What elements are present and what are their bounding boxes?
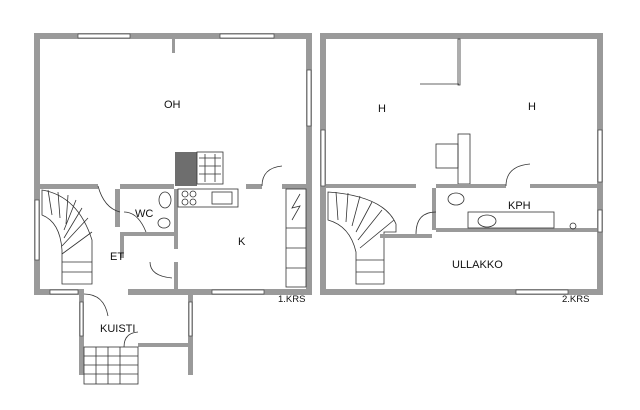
porch-door-arc bbox=[123, 331, 139, 348]
door-arc-front bbox=[83, 293, 109, 317]
f1-wall-middle-right bbox=[246, 184, 262, 189]
f2-window-right bbox=[597, 129, 603, 183]
kitchen-cabinet-column bbox=[285, 188, 307, 288]
f1-wall-right bbox=[306, 33, 312, 295]
porch-steps bbox=[83, 346, 139, 385]
f1-window-bottom bbox=[211, 289, 265, 295]
porch-step-lines bbox=[84, 347, 138, 384]
kitchen-sink bbox=[211, 191, 233, 205]
f1-wall-middle-mid bbox=[120, 184, 174, 189]
porch-wall-bottom-right bbox=[138, 343, 193, 347]
stove-ring-2 bbox=[181, 198, 189, 206]
kph-sink bbox=[477, 214, 497, 228]
f1-wall-top bbox=[34, 33, 312, 39]
f1-wall-k-lower bbox=[174, 262, 178, 289]
f2-window-bottom bbox=[515, 289, 569, 295]
kph-drain bbox=[569, 222, 577, 230]
f2-stairs bbox=[327, 191, 397, 285]
f2-wall-bottom bbox=[320, 289, 603, 295]
f1-partition-tick bbox=[172, 39, 175, 53]
door-arc-k bbox=[149, 261, 173, 279]
f2-wall-middle-right bbox=[530, 184, 597, 188]
electric-symbol bbox=[291, 193, 301, 221]
f1-wall-left bbox=[34, 33, 40, 295]
f2-wall-stair-bottom bbox=[380, 234, 432, 238]
porch-window-left bbox=[79, 301, 84, 337]
room-label-wc: WC bbox=[135, 208, 153, 220]
f2-door-arc-kph bbox=[415, 211, 437, 235]
floor-label-1: 1.KRS bbox=[278, 294, 305, 305]
f1-window-top-right bbox=[219, 33, 275, 39]
f2-wall-middle-left bbox=[326, 184, 416, 188]
floor-2: H H KPH ULLAKKO 2.KRS bbox=[320, 33, 603, 305]
f1-wall-middle-far bbox=[282, 184, 306, 189]
f1-wall-et-bottom bbox=[120, 236, 124, 258]
f2-partition-center bbox=[457, 133, 471, 185]
door-arc-oh-k bbox=[261, 165, 283, 187]
room-label-ullakko: ULLAKKO bbox=[452, 259, 503, 271]
room-label-oh: OH bbox=[164, 99, 181, 111]
stove-ring-1 bbox=[181, 190, 189, 198]
wc-toilet bbox=[158, 191, 172, 209]
chimney-hatch bbox=[199, 154, 221, 182]
f2-wall-middle-mid bbox=[436, 184, 506, 188]
room-label-h-left: H bbox=[378, 103, 386, 115]
cabinet-shelves bbox=[286, 227, 306, 269]
f1-wall-et-wc bbox=[120, 232, 174, 236]
f1-window-left bbox=[34, 199, 40, 261]
wc-sink bbox=[157, 217, 171, 229]
f2-window-left bbox=[320, 129, 326, 187]
room-label-kph: KPH bbox=[508, 200, 531, 212]
floor-1: OH WC K ET KUISTI 1.KRS bbox=[34, 33, 312, 385]
f2-partition-top bbox=[457, 38, 461, 86]
door-arc-wc bbox=[123, 211, 147, 233]
kph-wall-bottom bbox=[436, 228, 597, 232]
f1-window-bottom-left bbox=[49, 289, 79, 295]
f2-wall-top bbox=[320, 33, 603, 39]
stove-ring-4 bbox=[189, 198, 197, 206]
f1-wall-wc-k bbox=[174, 189, 178, 249]
door-arc-oh-et bbox=[97, 185, 121, 213]
fireplace bbox=[175, 152, 197, 186]
kph-toilet bbox=[447, 192, 465, 206]
stove-ring-3 bbox=[189, 190, 197, 198]
room-label-et: ET bbox=[110, 251, 124, 263]
f1-stairs bbox=[41, 189, 93, 285]
f1-window-top-left bbox=[77, 33, 131, 39]
room-label-k: K bbox=[238, 236, 246, 248]
f1-wall-middle-left bbox=[40, 184, 98, 189]
porch-window-right bbox=[188, 301, 193, 337]
f2-window-right-low bbox=[597, 209, 603, 233]
f2-wardrobe bbox=[435, 143, 459, 169]
room-label-kuisti: KUISTI bbox=[100, 323, 135, 335]
floor-label-2: 2.KRS bbox=[562, 294, 589, 305]
room-label-h-right: H bbox=[528, 101, 536, 113]
chimney-outline bbox=[196, 151, 224, 185]
f1-wall-et-right bbox=[115, 189, 120, 227]
kph-bathtub bbox=[467, 211, 555, 229]
kitchen-counter bbox=[177, 188, 239, 208]
f2-door-arc-bedroom bbox=[505, 163, 531, 187]
f1-window-right bbox=[306, 69, 312, 127]
kph-wall-left bbox=[432, 188, 436, 230]
